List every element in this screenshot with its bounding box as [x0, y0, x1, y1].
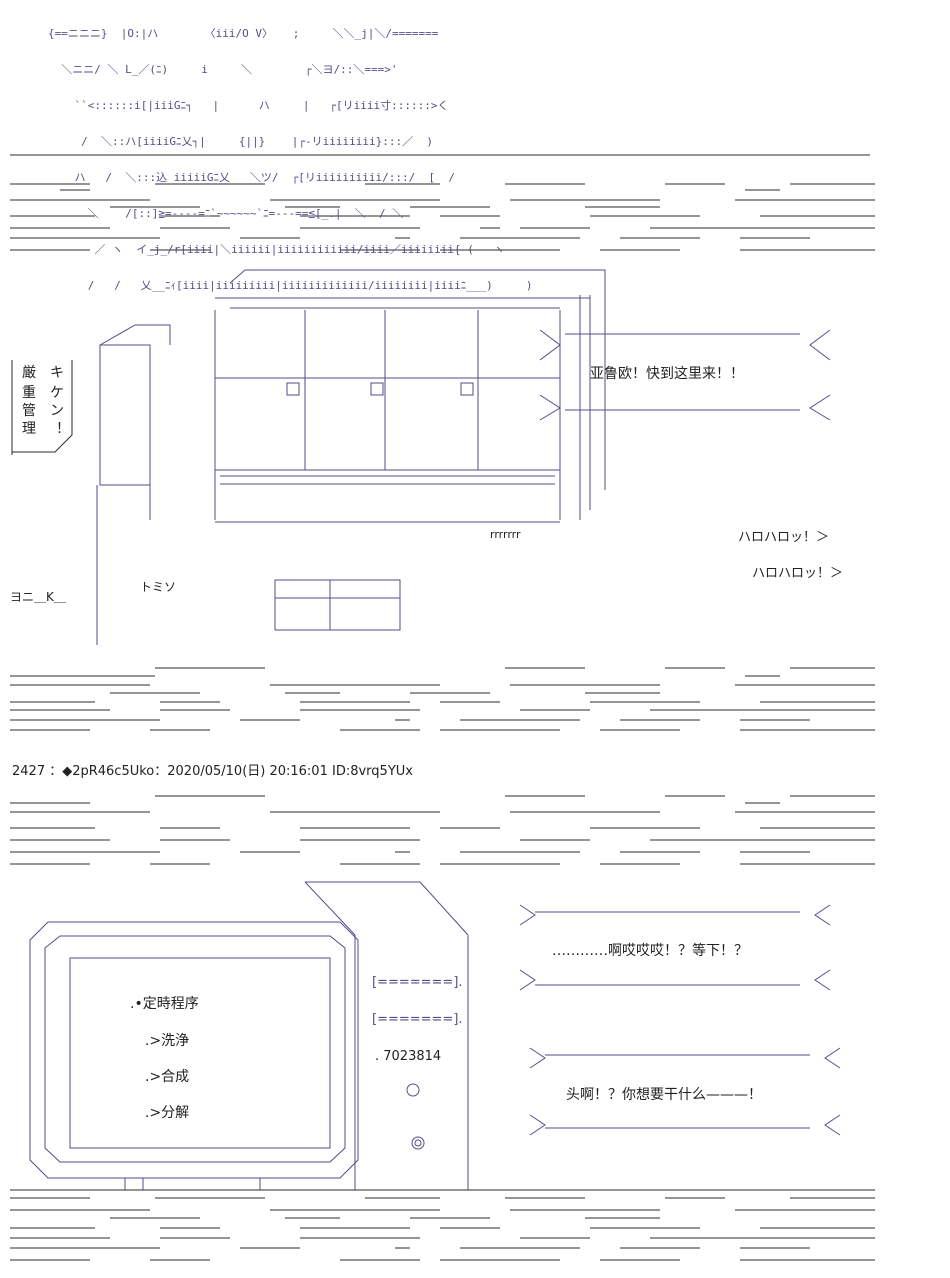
- speech-what-doing: 头啊！？你想要干什么———！: [566, 1087, 762, 1103]
- mecha-small-label: トミソ: [140, 580, 177, 594]
- art-line: ``<::::::i[|iiiGﾆ┐ | ハ | ┌[リiiii寸::::::>…: [48, 99, 449, 112]
- speech-hello-1: ハロハロッ！＞: [738, 530, 830, 545]
- art-line: ＼ /[::]≧=----=ﾆ`~~~~~~`ﾆ=---==≦[_.| ＼ / …: [48, 207, 404, 220]
- art-line: / ＼::ハ[iiiiGﾆ乂┐| {||} |┌-リiiiiiiii}:::／ …: [48, 135, 434, 148]
- menu-item-synthesis: .>合成: [145, 1069, 190, 1085]
- menu-item-timer: .•定時程序: [130, 996, 199, 1012]
- signboard-frame: [11, 360, 73, 455]
- speech-ah-wait: …………啊哎哎哎！？等下！？: [552, 943, 748, 959]
- sign-char: ケ: [50, 385, 64, 401]
- art-line: ／ ヽ イ_j_/r[iiii|＼iiiiii|iiiiiiiiiiii/iii…: [48, 243, 505, 256]
- art-line: / / 乂__ﾆｨ[iiii|iiiiiiiii|iiiiiiiiiiiii/i…: [48, 279, 533, 292]
- sign-char: ！: [56, 421, 70, 437]
- case-counter: . 7023814: [375, 1049, 442, 1064]
- case-slot: [=======].: [372, 975, 463, 990]
- menu-item-decompose: .>分解: [145, 1105, 190, 1121]
- computer: [29, 881, 841, 1190]
- art-line: ハ / ＼:::込 iiiiiGﾆ乂 ＼ツ/ ┌[リiiiiiiiiii/:::…: [48, 171, 456, 184]
- menu-item-wash: .>洗浄: [145, 1033, 190, 1049]
- post-header: 2427 ：◆2pR46c5Uko：2020/05/10(日) 20:16:01…: [12, 764, 413, 779]
- top-ascii-art: {==ニニニ} |O:|ハ 〈iii/O V〉 ; ＼＼_j|＼/=======…: [48, 4, 532, 304]
- sign-char: 重: [22, 385, 36, 401]
- art-line: {==ニニニ} |O:|ハ 〈iii/O V〉 ; ＼＼_j|＼/=======: [48, 27, 439, 40]
- sign-char: 理: [22, 421, 36, 437]
- sign-char: ン: [50, 403, 64, 419]
- sign-char: 厳: [22, 365, 36, 381]
- speech-aruo-call: 亚鲁欧！快到这里来！！: [590, 366, 744, 382]
- machine-console: [96, 269, 831, 645]
- ground-lines: [10, 154, 875, 1261]
- art-line: ＼ニニ/ ＼ L_／(ﾆ) i ＼ ┌＼ヨ/::＼===>': [48, 63, 398, 76]
- sign-char: 管: [22, 403, 36, 419]
- case-slot: [=======].: [372, 1012, 463, 1027]
- sign-char: キ: [50, 365, 64, 381]
- mecha-label: ヨニ＿K＿: [10, 590, 66, 604]
- speech-hello-2: ハロハロッ！＞: [752, 566, 844, 581]
- console-label: rrrrrrr: [490, 528, 521, 541]
